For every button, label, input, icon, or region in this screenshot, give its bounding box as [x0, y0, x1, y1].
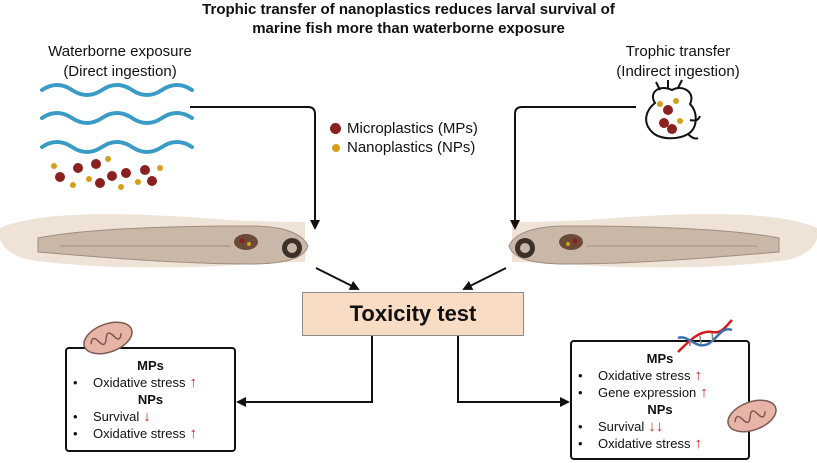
bullet: • [73, 426, 78, 441]
fish-larva-right-icon [508, 214, 817, 268]
waterborne-particles [51, 156, 163, 190]
right-mps-list: • Oxidative stress ↑ • Gene expression ↑ [572, 367, 748, 401]
waterborne-exposure-label: Waterborne exposure (Direct ingestion) [20, 42, 220, 82]
legend: Microplastics (MPs) Nanoplastics (NPs) [330, 120, 478, 156]
list-item: • Survival ↓↓ [572, 418, 748, 435]
fish-larva-left-icon [0, 214, 309, 268]
trophic-transfer-label: Trophic transfer (Indirect ingestion) [588, 42, 768, 82]
trophic-results-panel: MPs • Oxidative stress ↑ • Gene expressi… [570, 340, 750, 460]
title-line-2: marine fish more than waterborne exposur… [252, 20, 565, 37]
effect-text: Gene expression [598, 385, 697, 400]
toxicity-test-label: Toxicity test [349, 301, 477, 326]
microplastic-particle [91, 159, 101, 169]
microplastic-dot-icon [330, 123, 341, 134]
wave-3 [40, 140, 194, 154]
nanoplastic-particle [673, 98, 679, 104]
right-nps-header: NPs [647, 402, 673, 417]
increase-arrow-icon: ↑ [694, 435, 702, 452]
waterborne-results-panel: MPs • Oxidative stress ↑ NPs • Survival … [65, 347, 236, 452]
test-to-right-panel-arrow [457, 334, 570, 407]
trophic-line-2: (Indirect ingestion) [616, 63, 740, 80]
effect-text: Oxidative stress [598, 368, 691, 383]
left-nps-header: NPs [137, 392, 164, 407]
legend-nps: Nanoplastics (NPs) [330, 139, 478, 156]
left-nps-list: • Survival ↓ • Oxidative stress ↑ [67, 408, 234, 442]
waterborne-line-2: (Direct ingestion) [63, 63, 177, 80]
microplastic-particle [95, 178, 105, 188]
toxicity-test-box: Toxicity test [302, 292, 524, 336]
left-mps-header: MPs [137, 358, 164, 373]
nanoplastic-particle [135, 179, 141, 185]
bullet: • [578, 368, 583, 383]
effect-text: Oxidative stress [93, 375, 186, 390]
legend-nps-label: Nanoplastics (NPs) [347, 139, 476, 156]
microplastic-particle [663, 105, 673, 115]
microplastic-particle [147, 176, 157, 186]
right-mps-header: MPs [646, 351, 674, 366]
page-title: Trophic transfer of nanoplastics reduces… [0, 0, 817, 38]
microplastic-particle [140, 165, 150, 175]
effect-text: Survival [93, 409, 140, 424]
decrease-arrow-icon: ↓ [143, 408, 151, 425]
nanoplastic-particle [657, 101, 663, 107]
nanoplastic-particle [157, 165, 163, 171]
nanoplastic-particle [118, 184, 124, 190]
nanoplastic-particle [677, 118, 683, 124]
double-decrease-arrow-icon: ↓↓ [648, 418, 664, 435]
left-mps-list: • Oxidative stress ↑ [67, 374, 234, 391]
effect-text: Oxidative stress [598, 436, 691, 451]
waterborne-to-fish-arrow [190, 106, 320, 230]
nanoplastic-dot-icon [332, 143, 340, 152]
microplastic-particle [73, 163, 83, 173]
microplastic-particle [659, 118, 669, 128]
list-item: • Oxidative stress ↑ [67, 425, 234, 442]
microplastic-particle [55, 172, 65, 182]
microplastic-particle [107, 171, 117, 181]
waterborne-line-1: Waterborne exposure [48, 43, 192, 60]
effect-text: Oxidative stress [93, 426, 186, 441]
microplastic-particle [667, 124, 677, 134]
water-waves [40, 83, 194, 154]
nanoplastic-particle [51, 163, 57, 169]
list-item: • Survival ↓ [67, 408, 234, 425]
left-fish-to-test-arrow [315, 267, 360, 290]
trophic-to-fish-arrow [510, 106, 636, 230]
title-line-1: Trophic transfer of nanoplastics reduces… [202, 1, 615, 18]
trophic-line-1: Trophic transfer [625, 43, 731, 60]
nanoplastic-particle [86, 176, 92, 182]
wave-1 [40, 83, 194, 97]
increase-arrow-icon: ↑ [694, 367, 702, 384]
increase-arrow-icon: ↑ [189, 425, 197, 442]
bullet: • [578, 385, 583, 400]
right-fish-to-test-arrow [462, 267, 507, 290]
bullet: • [578, 419, 583, 434]
microplastic-particle [121, 168, 131, 178]
bullet: • [73, 409, 78, 424]
nanoplastic-particle [70, 182, 76, 188]
increase-arrow-icon: ↑ [700, 384, 708, 401]
legend-mps-label: Microplastics (MPs) [347, 120, 478, 137]
list-item: • Oxidative stress ↑ [572, 435, 748, 452]
list-item: • Oxidative stress ↑ [572, 367, 748, 384]
right-nps-list: • Survival ↓↓ • Oxidative stress ↑ [572, 418, 748, 452]
list-item: • Gene expression ↑ [572, 384, 748, 401]
legend-mps: Microplastics (MPs) [330, 120, 478, 137]
test-to-left-panel-arrow [236, 334, 373, 407]
bullet: • [73, 375, 78, 390]
effect-text: Survival [598, 419, 645, 434]
increase-arrow-icon: ↑ [189, 374, 197, 391]
wave-2 [40, 111, 194, 125]
bullet: • [578, 436, 583, 451]
list-item: • Oxidative stress ↑ [67, 374, 234, 391]
nanoplastic-particle [105, 156, 111, 162]
